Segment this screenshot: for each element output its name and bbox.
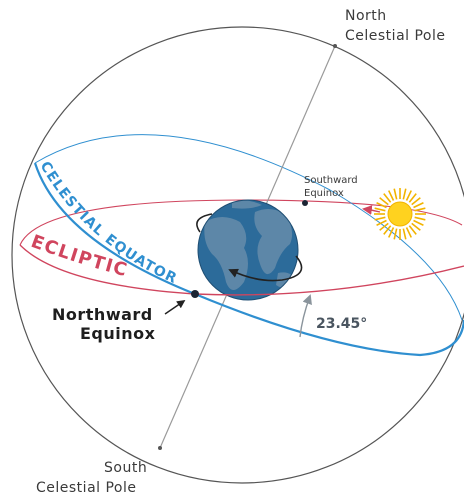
earth-globe [197, 199, 299, 301]
sun-ray [387, 190, 395, 201]
sun-ray [414, 216, 426, 221]
north-pole-point [333, 44, 337, 48]
sun-core [387, 201, 413, 227]
southward-equinox-point [302, 200, 308, 206]
sun-ray [411, 222, 421, 231]
sun-ray [413, 219, 424, 227]
sun-ray [376, 219, 387, 227]
sun-ray [411, 197, 421, 206]
sun-ray [374, 207, 386, 212]
sun-ray [383, 193, 392, 203]
sun-ray [405, 190, 413, 201]
sun-ray [414, 207, 426, 212]
north-pole-label-line1: North [345, 8, 387, 24]
sun-ray [405, 227, 413, 238]
sun-ray [374, 216, 386, 221]
northward-equinox-label-line1: Northward [52, 305, 153, 324]
sun-ray [402, 228, 407, 240]
south-pole-point [158, 446, 162, 450]
sun-ray [408, 193, 417, 203]
sun-ray [402, 188, 407, 200]
rotation-arrow-back [196, 213, 213, 233]
northward-equinox-pointer [164, 300, 186, 315]
south-pole-label-line2: Celestial Pole [36, 480, 137, 496]
sun-ray [383, 225, 392, 235]
sun-ray [379, 197, 389, 206]
sun-ray [408, 225, 417, 235]
southward-equinox-label-line2: Equinox [304, 188, 344, 199]
rotation-arrow-front [228, 255, 303, 282]
ecliptic-front [19, 244, 464, 296]
tilt-angle-arc [299, 294, 312, 338]
sun-ray [393, 188, 398, 200]
sun-ray [379, 222, 389, 231]
sun-direction-arrow [362, 205, 381, 215]
sun-ray [393, 228, 398, 240]
northward-equinox-label-line2: Equinox [80, 324, 156, 343]
celestial-equator-front [33, 162, 464, 357]
southward-equinox-label-line1: Southward [304, 175, 358, 186]
tilt-angle-label: 23.45° [316, 316, 367, 332]
sun-icon [374, 188, 426, 240]
sun-ray [387, 227, 395, 238]
sun-ray [413, 201, 424, 209]
south-pole-label-line1: South [104, 460, 147, 476]
north-pole-label-line2: Celestial Pole [345, 28, 446, 44]
celestial-sphere-outline [11, 26, 464, 484]
sun-ray [376, 201, 387, 209]
northward-equinox-point [191, 290, 199, 298]
